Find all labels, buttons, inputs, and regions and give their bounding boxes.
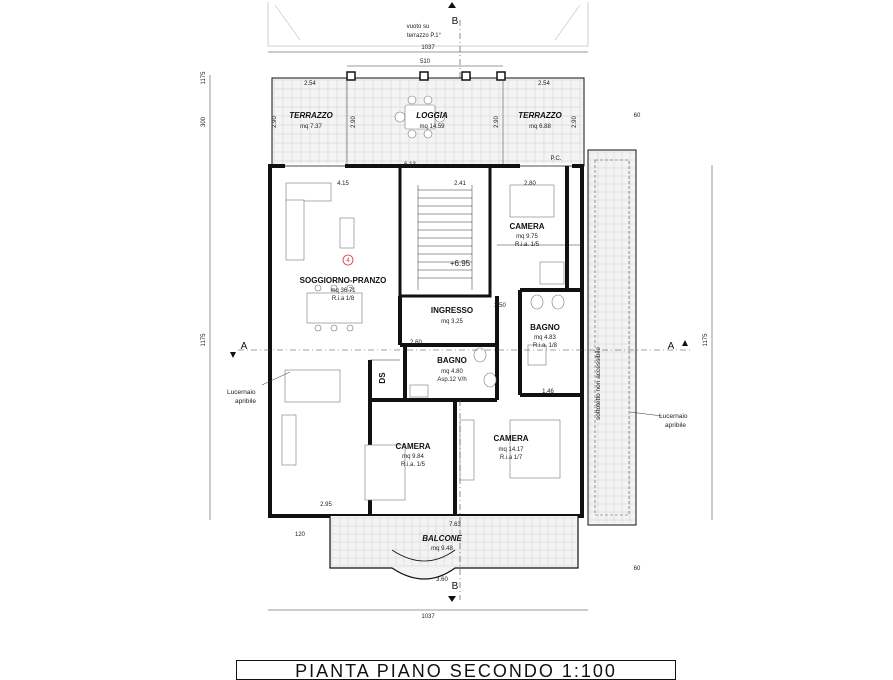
room-bagno-r-area: mq 4.83 (534, 335, 556, 341)
room-balcone-area: mq 9.48 (431, 546, 453, 552)
dim-depth-total-mid: 1175 (201, 333, 207, 347)
dim-total-top: 1037 (421, 45, 435, 51)
room-camera-bl-ria: R.i.a. 1/5 (401, 462, 426, 468)
room-soggiorno-ria: R.i.a 1/8 (332, 296, 355, 302)
room-soggiorno-marker: 4 (346, 258, 350, 264)
dim-depth-top: 300 (201, 116, 207, 127)
dim-loggia-width: 510 (420, 59, 431, 65)
room-terrazzo-left-area: mq 7.37 (300, 124, 322, 130)
section-a-left-label: A (241, 341, 248, 352)
lucernaio-left-line2: apribile (235, 398, 256, 405)
room-ds-name: DS (378, 372, 387, 384)
room-terrazzo-left-name: TERRAZZO (289, 111, 333, 120)
room-marker-circle (342, 254, 354, 266)
dim-2-60: 2.60 (410, 340, 422, 346)
room-camera-br-name: CAMERA (493, 434, 528, 443)
dim-290-a: 2.90 (272, 116, 278, 128)
dim-2-41: 2.41 (454, 181, 466, 187)
room-ingresso-area: mq 3.25 (441, 319, 463, 325)
dim-7-63: 7.63 (449, 522, 461, 528)
dim-total-right: 1175 (703, 333, 709, 347)
top-note-line2: terrazzo P.1° (407, 33, 442, 39)
dim-290-c: 2.90 (494, 116, 500, 128)
room-camera-bl-name: CAMERA (395, 442, 430, 451)
room-soggiorno-name: SOGGIORNO-PRANZO (300, 276, 387, 285)
dim-6-13: 6.13 (404, 162, 416, 168)
attic-label: sottotetto non accessibile (595, 347, 602, 420)
section-b-bottom-marker: B (448, 400, 461, 602)
dim-pc: P.C. (551, 156, 562, 162)
dim-total-left: 1175 (201, 71, 207, 85)
room-camera-br-ria: R.i.a 1/7 (500, 455, 523, 461)
room-loggia-area: mq 14.59 (419, 124, 445, 130)
room-bagno-r-ria: R.i.a. 1/8 (533, 343, 558, 349)
dim-balcony-depth: 120 (295, 532, 306, 538)
room-terrazzo-right-area: mq 6.88 (529, 124, 551, 130)
room-terrazzo-right-name: TERRAZZO (518, 111, 562, 120)
dim-60-top: 60 (634, 113, 641, 119)
lucernaio-left-line1: Lucernaio (227, 389, 256, 396)
dim-2-50: 2.50 (494, 303, 506, 309)
bathroom-fixtures (409, 294, 565, 398)
attic-strip (587, 149, 637, 526)
dim-total-bottom: 1037 (421, 614, 435, 620)
dim-2-80: 2.80 (524, 181, 536, 187)
dim-2-95: 2.95 (320, 502, 332, 508)
room-camera-br-area: mq 14.17 (498, 447, 524, 453)
room-balcone-name: BALCONE (422, 534, 462, 543)
top-note-line1: vuoto su (407, 24, 430, 30)
dim-terrace-right: 2.54 (538, 81, 550, 87)
section-b-top-label: B (452, 16, 459, 27)
dim-3-60: 3.60 (436, 577, 448, 583)
dim-60-bottom: 60 (634, 566, 641, 572)
dim-1-46: 1.46 (542, 389, 554, 395)
lucernaio-left-leader (261, 371, 291, 386)
terrace-area (271, 71, 585, 167)
dim-290-d: 2.90 (572, 116, 578, 128)
room-bagno-c-name: BAGNO (437, 356, 467, 365)
room-camera-bl-area: mq 9.84 (402, 454, 424, 460)
room-soggiorno-area: mq 36.71 (330, 288, 356, 294)
section-a-markers: A A (230, 340, 690, 358)
living-furniture (281, 182, 363, 466)
room-camera-tr-name: CAMERA (509, 222, 544, 231)
room-camera-tr-area: mq 9.75 (516, 234, 538, 240)
room-bagno-r-name: BAGNO (530, 323, 560, 332)
lucernaio-right-line2: apribile (665, 422, 686, 429)
room-ingresso-name: INGRESSO (431, 306, 473, 315)
section-a-right-label: A (668, 341, 675, 352)
room-loggia-name: LOGGIA (416, 111, 448, 120)
dim-4-15: 4.15 (337, 181, 349, 187)
room-bagno-c-area: mq 4.80 (441, 369, 463, 375)
drawing-title: PIANTA PIANO SECONDO 1:100 (236, 660, 676, 680)
section-b-bottom-label: B (452, 581, 459, 592)
lucernaio-right-leader (629, 411, 663, 417)
room-camera-tr-ria: R.i.a. 1/5 (515, 242, 540, 248)
lucernaio-right-line1: Lucernaio (659, 413, 688, 420)
roof-projection (267, 2, 589, 47)
bedroom-furniture (364, 184, 565, 501)
dim-290-b: 2.90 (351, 116, 357, 128)
room-bagno-c-ria: Asp.12 V/h (437, 377, 466, 383)
level-mark: +6.95 (450, 259, 471, 268)
dim-terrace-left: 2.54 (304, 81, 316, 87)
